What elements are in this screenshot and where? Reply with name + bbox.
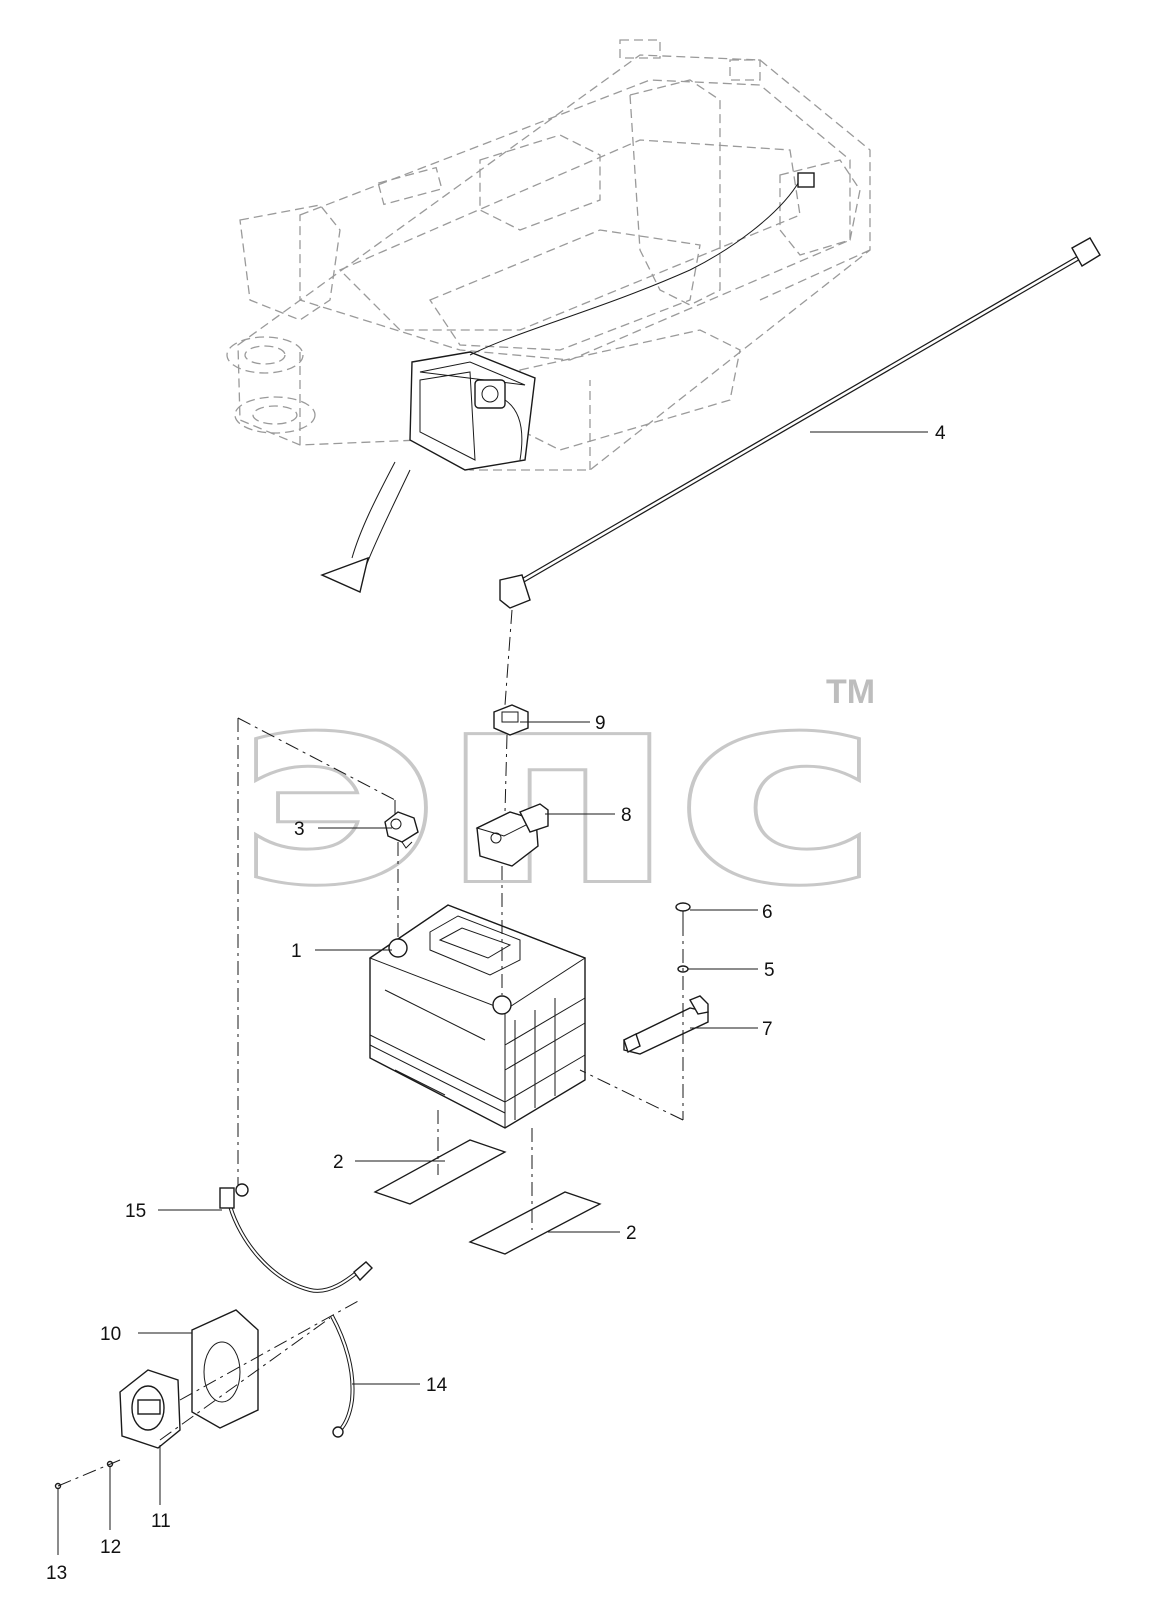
leader-lines	[57, 431, 928, 1555]
callout-7: 7	[762, 1019, 773, 1040]
callout-2b: 2	[626, 1223, 637, 1244]
part-14-cable	[330, 1315, 355, 1438]
callout-10: 10	[100, 1324, 121, 1345]
part-10-bracket	[191, 1309, 259, 1429]
installed-battery	[409, 172, 815, 471]
part-1-battery	[368, 904, 587, 1129]
part-4-cable	[499, 237, 1101, 609]
part-2-plates	[373, 1139, 602, 1255]
callout-9: 9	[595, 713, 606, 734]
part-6-bolt	[675, 902, 691, 922]
assembly-lines	[57, 609, 684, 1487]
callout-3: 3	[294, 819, 305, 840]
part-15-cable	[219, 1183, 373, 1293]
callout-8: 8	[621, 805, 632, 826]
callout-4: 4	[935, 423, 946, 444]
part-7-bracket	[623, 995, 709, 1055]
callout-5: 5	[764, 960, 775, 981]
part-8-terminal	[475, 803, 549, 867]
part-11-switch	[119, 1369, 181, 1449]
watermark-text: эпс	[235, 635, 880, 943]
callout-13: 13	[46, 1563, 67, 1584]
watermark-trademark: TM	[826, 673, 875, 711]
callout-15: 15	[125, 1201, 146, 1222]
callout-14: 14	[426, 1375, 448, 1396]
callout-1: 1	[291, 941, 302, 962]
callout-2a: 2	[333, 1152, 344, 1173]
callout-6: 6	[762, 902, 773, 923]
callouts: 1 2 2 3 4 5 6 7 8 9 10 11 12 13 14 15	[46, 423, 946, 1584]
callout-11: 11	[151, 1511, 171, 1532]
pointer-arrow	[320, 461, 411, 593]
machine-frame	[226, 39, 871, 471]
watermark-logo: эпс TM	[232, 632, 883, 946]
callout-12: 12	[100, 1537, 121, 1558]
part-9-clip	[493, 704, 529, 736]
part-3-clamp	[384, 811, 419, 849]
